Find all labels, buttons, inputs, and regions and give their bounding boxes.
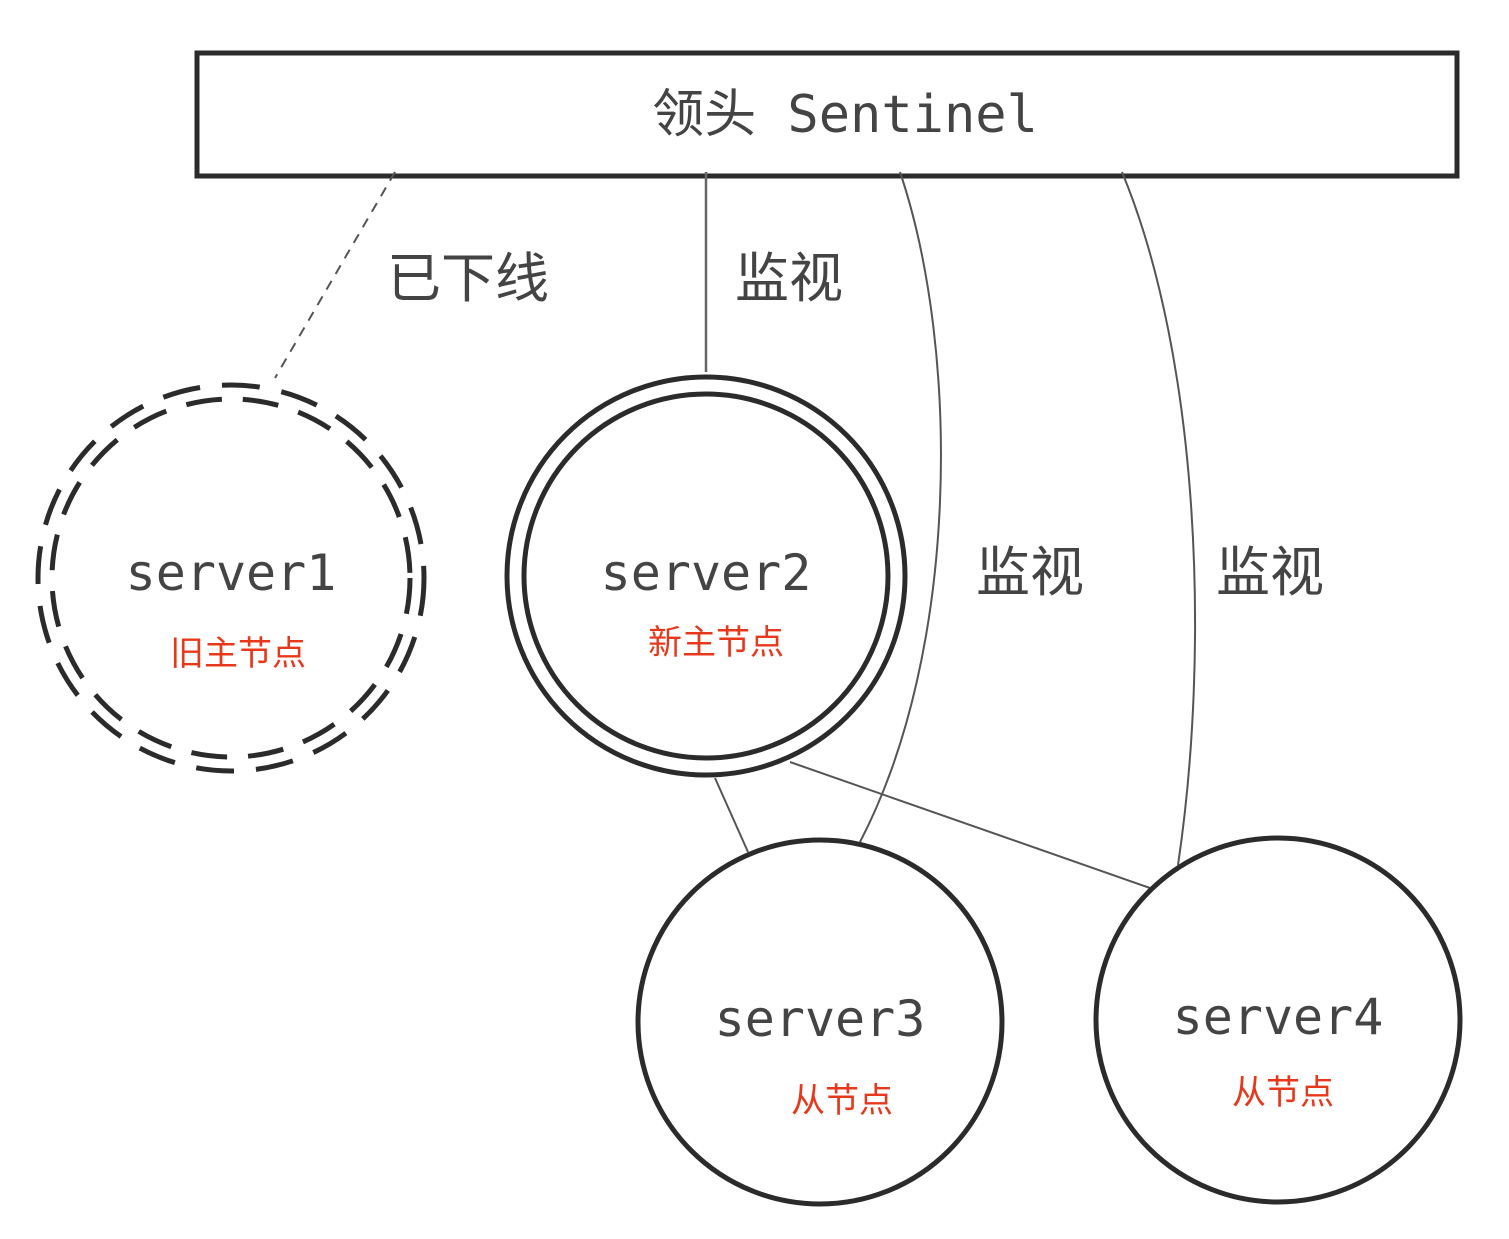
server3-name: server3 xyxy=(715,990,926,1048)
connection-lines xyxy=(274,171,1197,889)
server3-node: server3 从节点 xyxy=(635,837,1005,1207)
offline-label: 已下线 xyxy=(387,247,549,310)
monitor-line-server4 xyxy=(1121,171,1197,866)
monitor-label-server4: 监视 xyxy=(1216,541,1324,604)
sentinel-label: 领头 Sentinel xyxy=(652,85,1038,145)
server1-role: 旧主节点 xyxy=(170,634,306,674)
monitor-label-server3: 监视 xyxy=(976,541,1084,604)
monitor-line-server3 xyxy=(859,171,942,843)
server4-ring xyxy=(1093,835,1463,1205)
server1-inner-dashed-ring xyxy=(49,396,413,760)
offline-link-line xyxy=(274,171,396,379)
server2-node: server2 新主节点 xyxy=(504,374,908,778)
server1-node: server1 旧主节点 xyxy=(35,382,427,774)
replication-line-server4 xyxy=(789,761,1151,889)
server1-outer-dashed-ring xyxy=(35,382,427,774)
server2-outer-ring xyxy=(504,374,908,778)
replication-line-server3 xyxy=(714,777,749,853)
server3-role: 从节点 xyxy=(791,1081,893,1121)
server3-ring xyxy=(635,837,1005,1207)
monitor-label-server2: 监视 xyxy=(735,247,843,310)
server2-inner-ring xyxy=(521,391,891,761)
server4-name: server4 xyxy=(1173,988,1384,1046)
sentinel-box: 领头 Sentinel xyxy=(194,50,1460,179)
server4-role: 从节点 xyxy=(1232,1073,1334,1113)
server2-name: server2 xyxy=(601,544,812,602)
server2-role: 新主节点 xyxy=(648,623,784,663)
server1-name: server1 xyxy=(126,544,337,602)
server4-node: server4 从节点 xyxy=(1093,835,1463,1205)
sentinel-box-frame xyxy=(194,50,1460,179)
